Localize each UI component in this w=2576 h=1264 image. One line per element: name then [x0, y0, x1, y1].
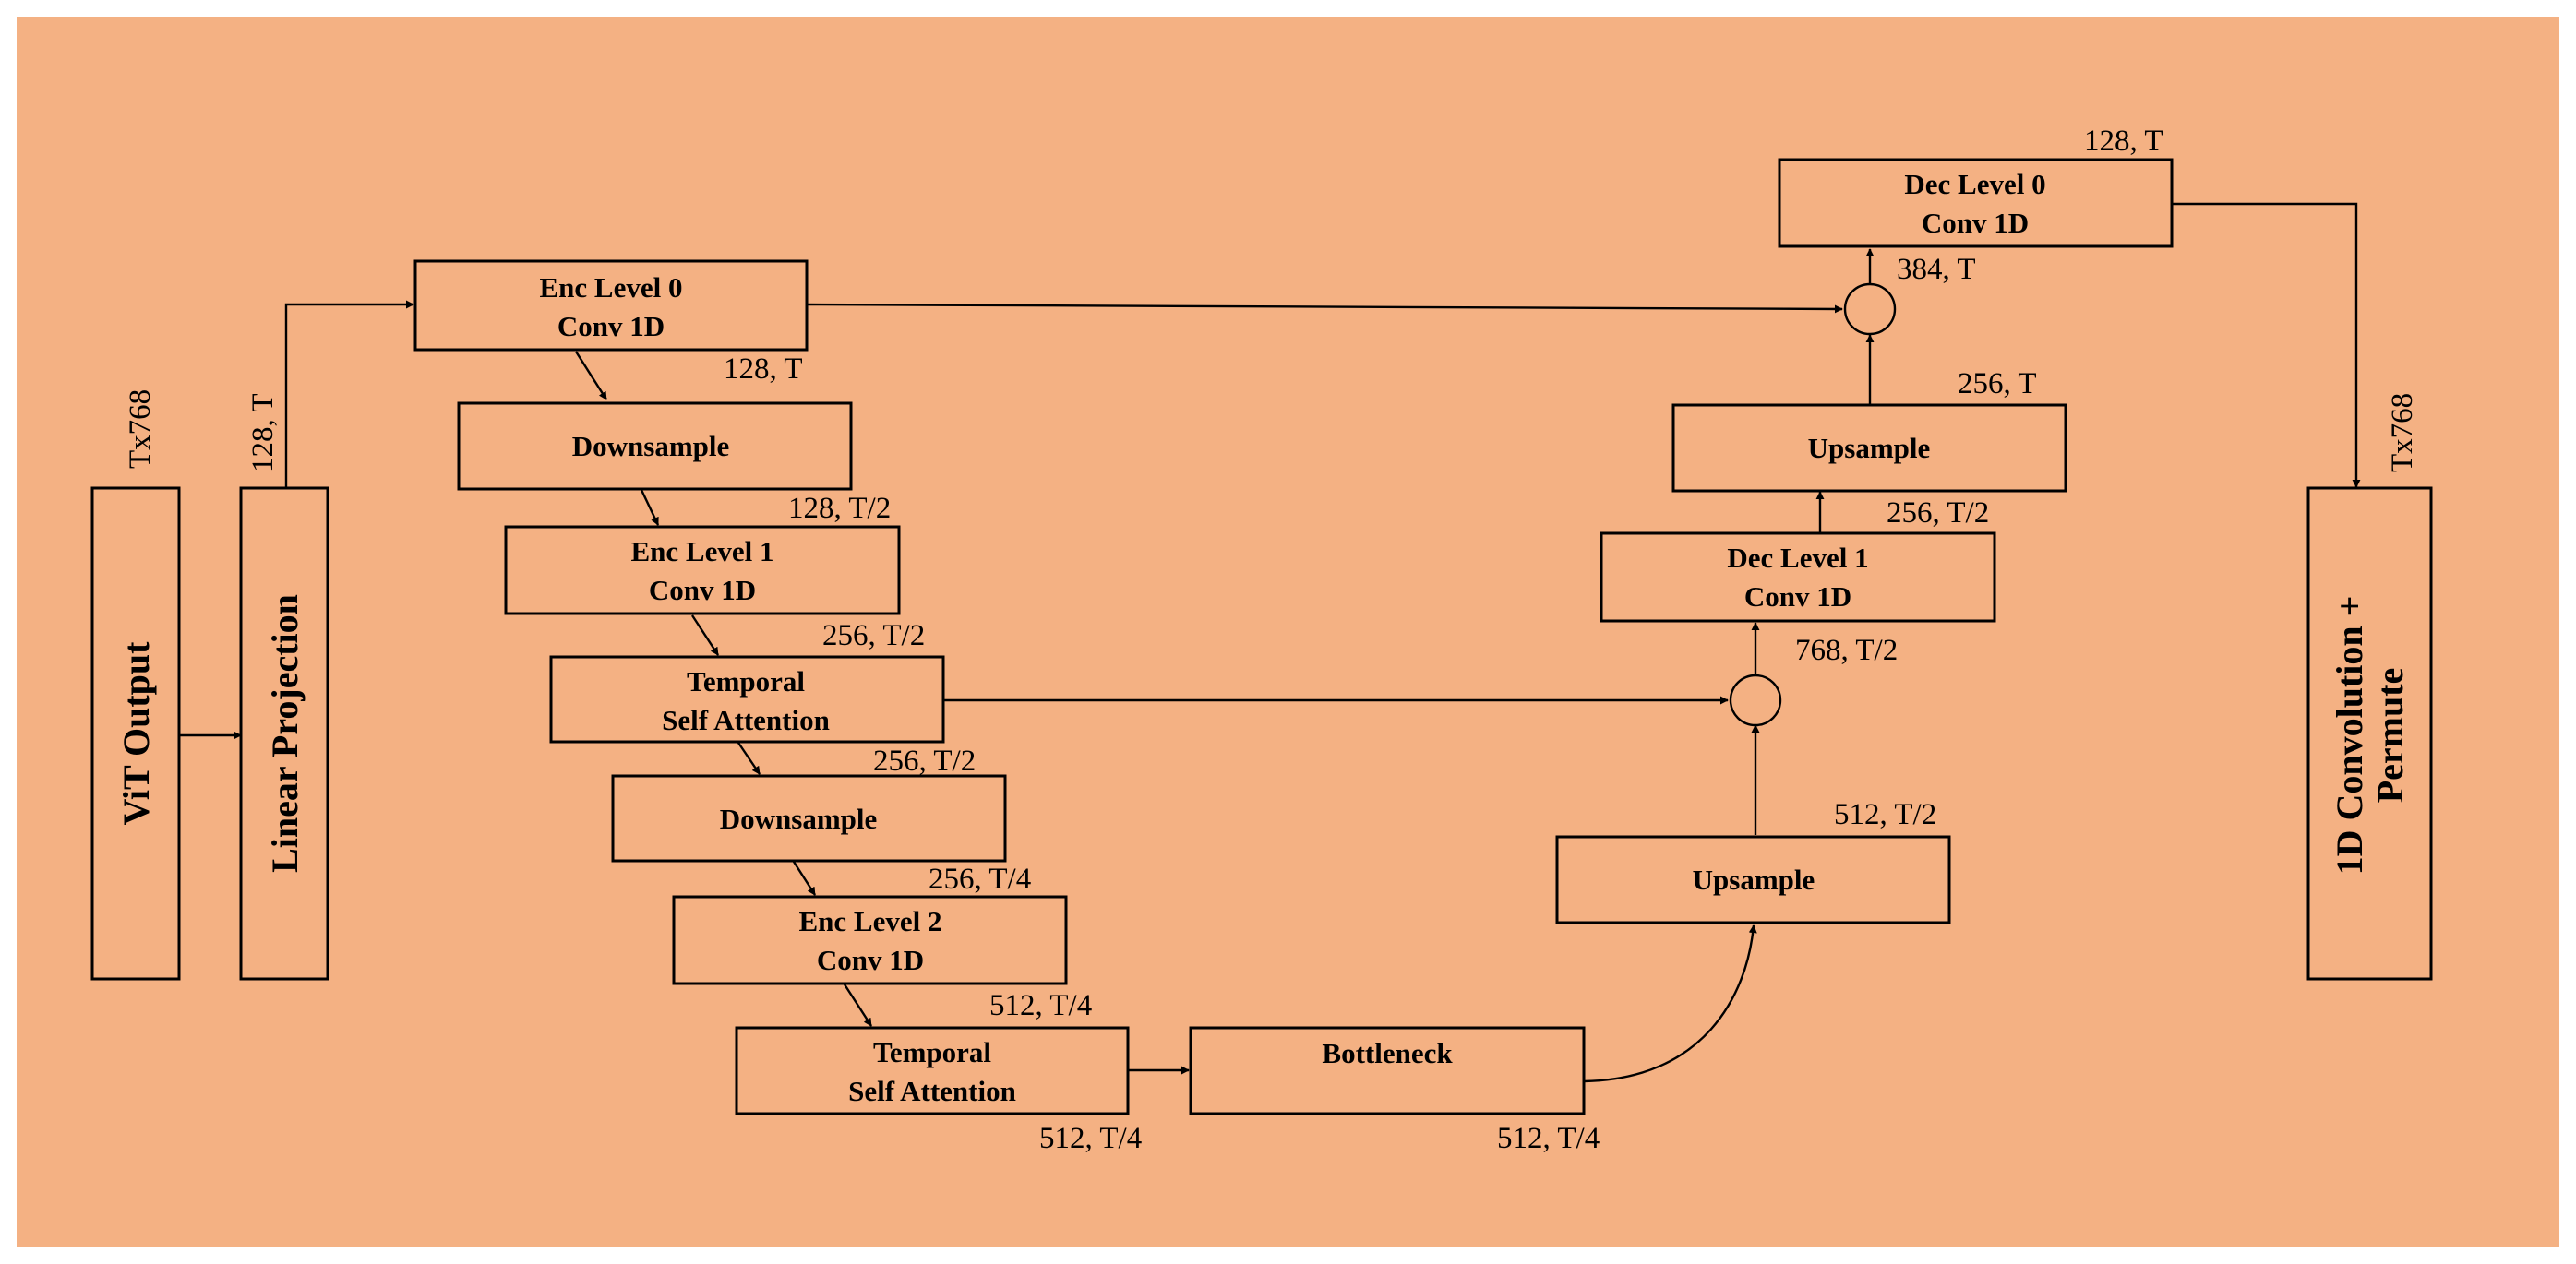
- vit-output-label: ViT Output: [115, 641, 157, 826]
- dim-up2-out: 512, T/2: [1834, 798, 1936, 831]
- arrow-tsa1-to-down2: [737, 742, 761, 775]
- arrow-enc1-to-tsa1: [690, 614, 720, 656]
- dec1-line1: Dec Level 1: [1727, 542, 1868, 574]
- final-line2: Permute: [2369, 668, 2411, 804]
- dim-vit-out: Tx768: [124, 389, 157, 469]
- up1-label: Upsample: [1808, 432, 1931, 464]
- block-downsample-1: Downsample: [457, 401, 853, 491]
- down1-label: Downsample: [572, 430, 730, 462]
- dec0-line2: Conv 1D: [1922, 207, 2029, 239]
- enc2-line1: Enc Level 2: [799, 905, 942, 937]
- dim-concat0-out: 384, T: [1897, 253, 1976, 286]
- enc1-line2: Conv 1D: [649, 574, 756, 606]
- diagram-background: [17, 17, 2559, 1247]
- tsa2-line1: Temporal: [873, 1036, 991, 1068]
- block-dec-level-0: Dec Level 0 Conv 1D: [1778, 158, 2174, 248]
- arrow-linear-to-enc0: [284, 300, 414, 488]
- dec1-line2: Conv 1D: [1744, 580, 1851, 613]
- dim-concat1-out: 768, T/2: [1795, 634, 1898, 667]
- bottleneck-label: Bottleneck: [1322, 1037, 1453, 1069]
- dim-linear-out: 128, T: [246, 393, 280, 472]
- block-bottleneck: Bottleneck: [1189, 1026, 1586, 1115]
- dim-bottleneck-out: 512, T/4: [1497, 1122, 1600, 1155]
- dimension-labels: Tx768 128, T 128, T 128, T/2 256, T/2 25…: [124, 125, 2419, 1155]
- enc1-line1: Enc Level 1: [631, 535, 774, 567]
- block-temporal-self-attention-2: Temporal Self Attention: [735, 1026, 1130, 1115]
- arrow-dec0-to-final: [2172, 202, 2361, 488]
- tsa1-line1: Temporal: [687, 665, 805, 698]
- block-enc-level-1: Enc Level 1 Conv 1D: [504, 525, 901, 615]
- concat-node-level0: [1843, 282, 1897, 336]
- dim-dec0-out: 128, T: [2084, 125, 2163, 158]
- arrow-enc0-to-down1: [574, 351, 608, 400]
- block-vit-output: ViT Output: [90, 486, 181, 981]
- dim-tsa2-out: 512, T/4: [1039, 1122, 1142, 1155]
- block-final-conv-permute: 1D Convolution + Permute: [2306, 486, 2433, 981]
- dim-enc2-out: 512, T/4: [989, 989, 1092, 1022]
- concat-node-level1: [1729, 674, 1782, 727]
- final-line1: 1D Convolution +: [2329, 596, 2370, 876]
- dim-dec1-out: 256, T/2: [1887, 496, 1989, 530]
- tsa2-line2: Self Attention: [848, 1075, 1016, 1107]
- tsa1-line2: Self Attention: [662, 704, 830, 736]
- dim-up1-out: 256, T: [1958, 367, 2037, 400]
- arrow-bottleneck-to-up2: [1583, 924, 1757, 1083]
- dec0-line1: Dec Level 0: [1904, 168, 2045, 200]
- block-enc-level-0: Enc Level 0 Conv 1D: [413, 259, 809, 352]
- arrow-down2-to-enc2: [792, 861, 817, 896]
- skip-enc0-to-concat0: [806, 303, 1843, 314]
- block-dec-level-1: Dec Level 1 Conv 1D: [1600, 531, 1996, 623]
- dim-enc1-out: 256, T/2: [822, 619, 925, 652]
- block-temporal-self-attention-1: Temporal Self Attention: [549, 655, 945, 744]
- dim-enc0-out: 128, T: [724, 352, 803, 386]
- block-enc-level-2: Enc Level 2 Conv 1D: [672, 895, 1068, 985]
- enc0-line1: Enc Level 0: [540, 271, 683, 304]
- enc0-line2: Conv 1D: [557, 310, 665, 342]
- connectors: [179, 202, 2361, 1083]
- dim-final-in: Tx768: [2386, 393, 2419, 472]
- block-upsample-2: Upsample: [1555, 835, 1951, 924]
- up2-label: Upsample: [1693, 864, 1815, 896]
- linear-projection-label: Linear Projection: [264, 594, 306, 873]
- enc2-line2: Conv 1D: [817, 944, 924, 976]
- arrow-down1-to-enc1: [640, 489, 660, 526]
- dim-down1-out: 128, T/2: [788, 492, 891, 525]
- dim-down2-out: 256, T/4: [929, 863, 1031, 896]
- arrow-enc2-to-tsa2: [843, 984, 873, 1027]
- dim-tsa1-out: 256, T/2: [873, 745, 976, 778]
- down2-label: Downsample: [720, 803, 878, 835]
- block-downsample-2: Downsample: [611, 774, 1007, 863]
- block-linear-projection: Linear Projection: [239, 486, 329, 981]
- block-upsample-1: Upsample: [1671, 403, 2067, 493]
